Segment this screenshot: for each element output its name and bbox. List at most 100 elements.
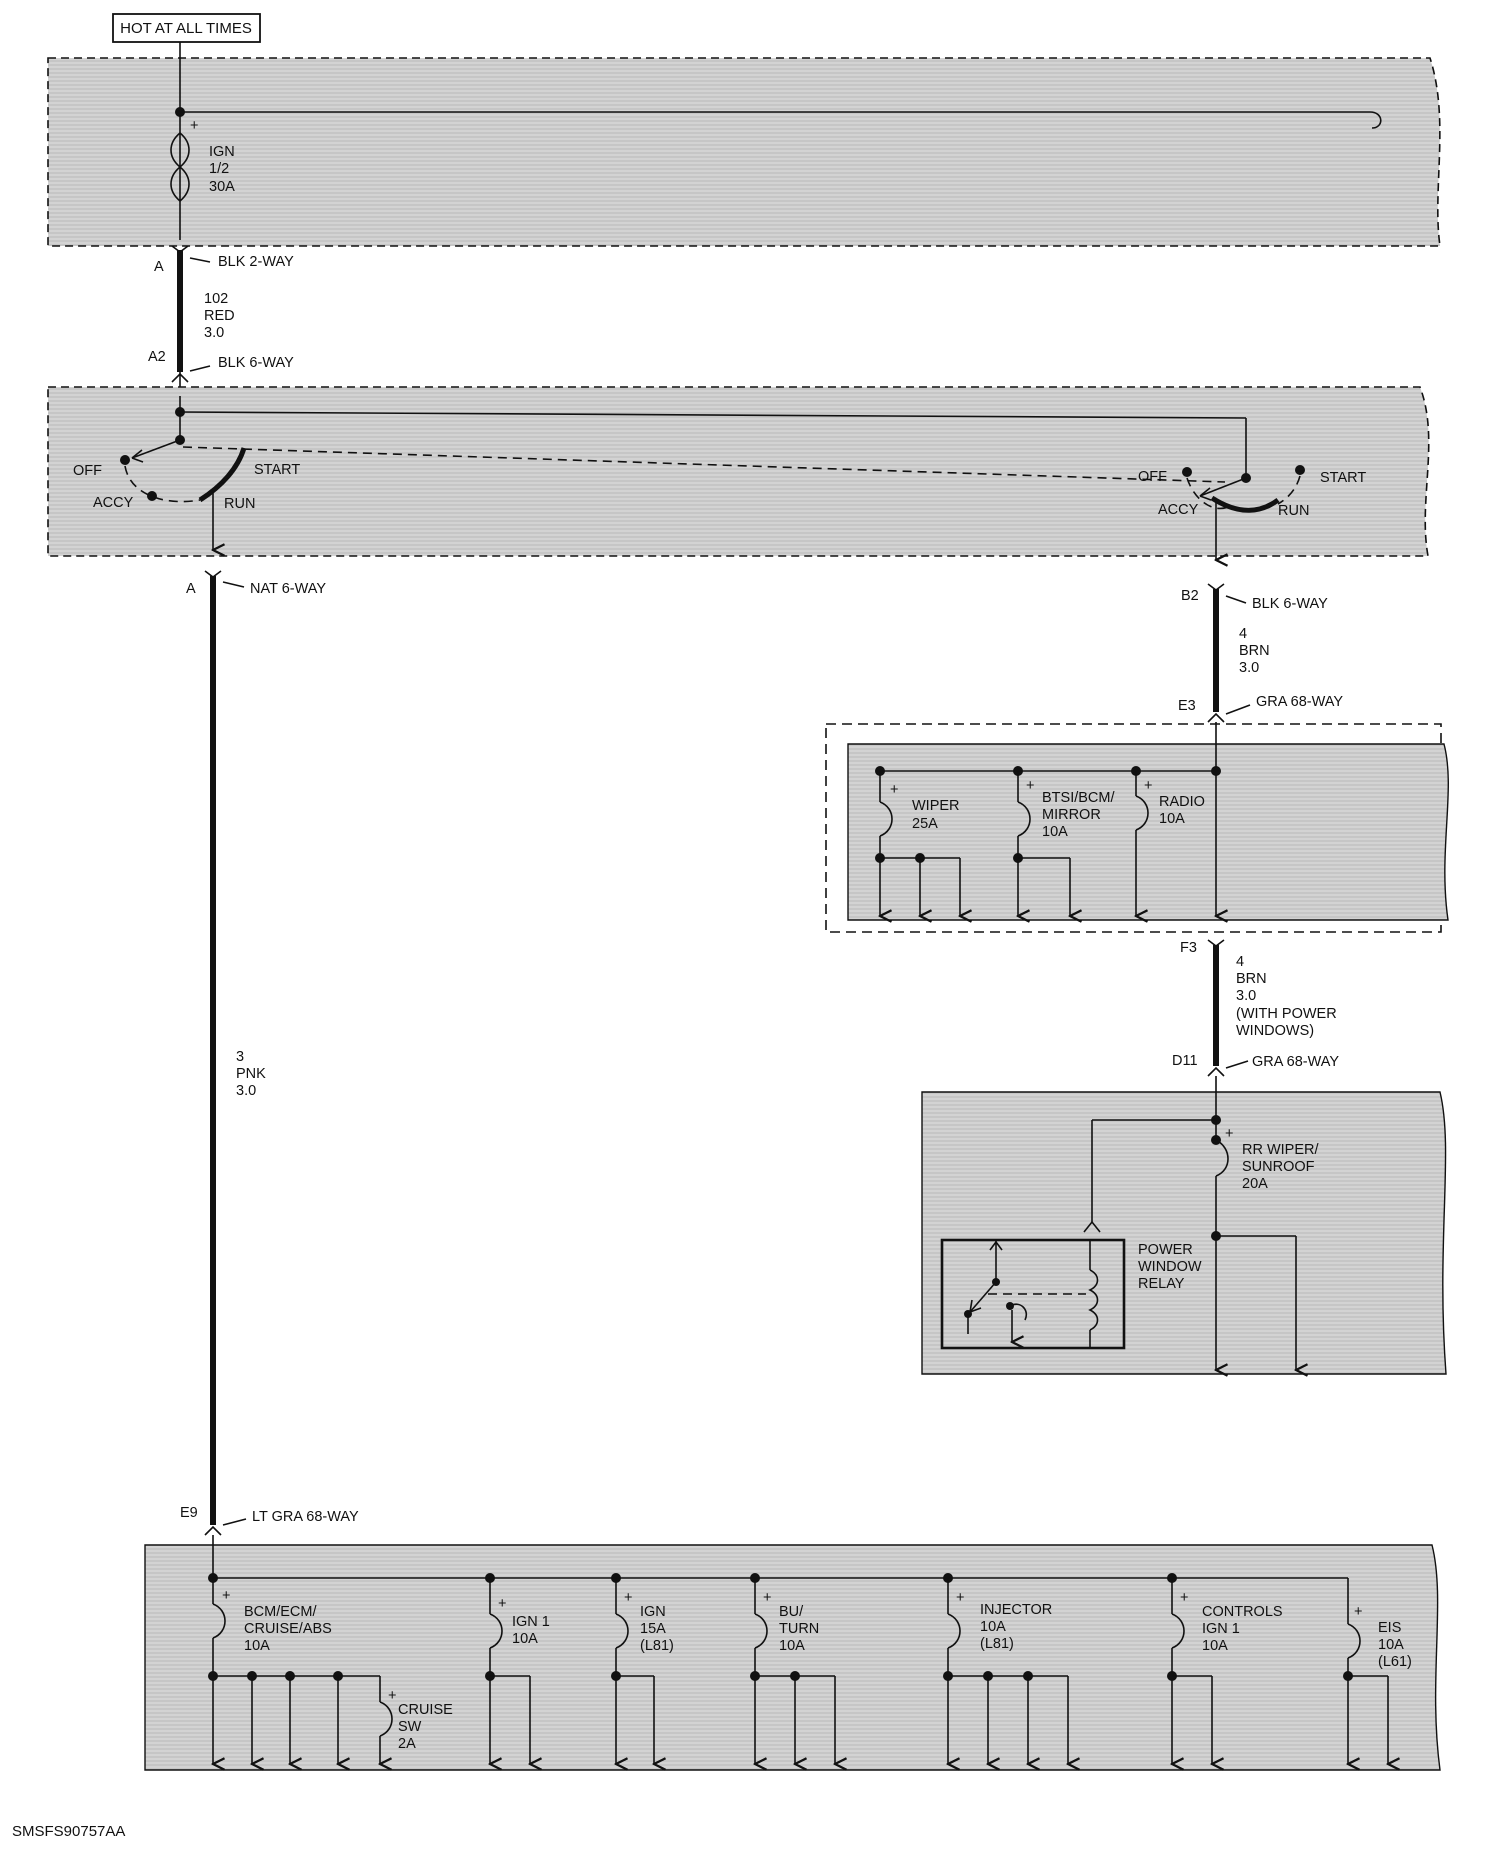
fuse-radio-line1: RADIO [1159, 794, 1205, 810]
conn1-wire-color: RED [204, 308, 235, 324]
switch-right-accy: ACCY [1158, 502, 1199, 518]
conn1-wire-size: 3.0 [204, 325, 224, 341]
fuse-ign1-line1: IGN 1 [512, 1614, 550, 1630]
plus-mark: + [763, 1590, 771, 1606]
plus-mark: + [1144, 778, 1152, 794]
conn-r1-wire-num: 4 [1239, 626, 1247, 642]
conn1-name-bot: BLK 6-WAY [218, 355, 294, 371]
switch-left-off: OFF [73, 463, 102, 479]
fuse-controls-line3: 10A [1202, 1638, 1228, 1654]
conn1-pin-bot: A2 [148, 349, 166, 365]
connector-a-blk-2way: A BLK 2-WAY 102 RED 3.0 A2 BLK 6-WAY [148, 245, 294, 396]
plus-mark: + [1225, 1126, 1233, 1142]
connector-left-pnk: A NAT 6-WAY 3 PNK 3.0 E9 LT GRA 68-WAY [180, 570, 359, 1536]
rr-wiper-panel: + RR WIPER/ SUNROOF 20A POWER WINDOW REL… [921, 1076, 1447, 1374]
hot-label: HOT AT ALL TIMES [120, 20, 252, 37]
fuse-btsi-line3: 10A [1042, 824, 1068, 840]
conn-r2-pin-bot: D11 [1172, 1053, 1198, 1069]
bottom-fuse-panel: + BCM/ECM/ CRUISE/ABS 10A + CRUISE SW 2A… [144, 1535, 1441, 1770]
fuse-ign15-line2: 15A [640, 1621, 666, 1637]
fuse-rr-line3: 20A [1242, 1176, 1268, 1192]
relay-line2: WINDOW [1138, 1259, 1202, 1275]
conn-r2-note1: (WITH POWER [1236, 1006, 1337, 1022]
fuse-ign15-line3: (L81) [640, 1638, 674, 1654]
plus-mark: + [388, 1688, 396, 1704]
switch-right-off: OFF [1138, 469, 1167, 485]
conn1-wire-num: 102 [204, 291, 228, 307]
hot-at-all-times-box: HOT AT ALL TIMES [112, 13, 261, 43]
fuse-ign-symbol [170, 131, 190, 203]
conn-r1-name-top: BLK 6-WAY [1252, 596, 1328, 612]
plus-mark: + [1180, 1590, 1188, 1606]
conn-r1-wire-color: BRN [1239, 643, 1270, 659]
conn-left-wire-num: 3 [236, 1049, 244, 1065]
fuse-buturn-line1: BU/ [779, 1604, 804, 1620]
fuse-ign1-line2: 10A [512, 1631, 538, 1647]
wire-break-mark [1369, 111, 1382, 129]
fuse-cruise-line3: 2A [398, 1736, 416, 1752]
conn-left-wire-color: PNK [236, 1066, 266, 1082]
switch-left-accy: ACCY [93, 495, 134, 511]
fuse-ign-line2: 1/2 [209, 161, 229, 177]
switch-right-start: START [1320, 470, 1366, 486]
fuse-controls-line2: IGN 1 [1202, 1621, 1240, 1637]
fuse-injector-line3: (L81) [980, 1636, 1014, 1652]
connector-right-f3: F3 4 BRN 3.0 (WITH POWER WINDOWS) D11 GR… [1172, 939, 1339, 1077]
plus-mark: + [498, 1596, 506, 1612]
fuse-ign-line3: 30A [209, 179, 235, 195]
conn-r2-wire-num: 4 [1236, 954, 1244, 970]
switch-right-run: RUN [1278, 503, 1309, 519]
fuse-cruise-line2: SW [398, 1719, 422, 1735]
fuse-ign15-line1: IGN [640, 1604, 666, 1620]
conn-r1-name-bot: GRA 68-WAY [1256, 694, 1343, 710]
conn1-name-top: BLK 2-WAY [218, 254, 294, 270]
fuse-rr-line1: RR WIPER/ [1242, 1142, 1320, 1158]
fuse-bcm-line3: 10A [244, 1638, 270, 1654]
conn-left-name-top: NAT 6-WAY [250, 581, 326, 597]
conn-r2-wire-size: 3.0 [1236, 988, 1256, 1004]
switch-left-run: RUN [224, 496, 255, 512]
fuse-wiper-line2: 25A [912, 816, 938, 832]
connector-right-b2: B2 BLK 6-WAY 4 BRN 3.0 E3 GRA 68-WAY [1178, 583, 1343, 723]
relay-line3: RELAY [1138, 1276, 1185, 1292]
conn-r2-note2: WINDOWS) [1236, 1023, 1314, 1039]
figure-id: SMSFS90757AA [12, 1823, 125, 1840]
mid-fuse-panel: + WIPER 25A + BTSI/BCM/ MIRROR 10A + RAD… [825, 722, 1449, 933]
fuse-btsi-line2: MIRROR [1042, 807, 1101, 823]
conn-left-pin-top: A [186, 581, 196, 597]
fuse-eis-line3: (L61) [1378, 1654, 1412, 1670]
plus-mark: + [222, 1588, 230, 1604]
fuse-btsi-line1: BTSI/BCM/ [1042, 790, 1115, 806]
fuse-cruise-line1: CRUISE [398, 1702, 453, 1718]
plus-mark: + [1354, 1604, 1362, 1620]
conn-left-wire-size: 3.0 [236, 1083, 256, 1099]
switch-left-start: START [254, 462, 300, 478]
fuse-buturn-line2: TURN [779, 1621, 819, 1637]
fuse-rr-line2: SUNROOF [1242, 1159, 1315, 1175]
fuse-injector-line2: 10A [980, 1619, 1006, 1635]
conn-r1-pin-bot: E3 [1178, 698, 1196, 714]
conn-r2-pin-top: F3 [1180, 940, 1197, 956]
fuse-injector-line1: INJECTOR [980, 1602, 1052, 1618]
fuse-radio-line2: 10A [1159, 811, 1185, 827]
conn1-pin-top: A [154, 259, 164, 275]
plus-mark: + [956, 1590, 964, 1606]
conn-r2-wire-color: BRN [1236, 971, 1267, 987]
fuse-ign-line1: IGN [209, 144, 235, 160]
fuse-eis-line2: 10A [1378, 1637, 1404, 1653]
conn-left-name-bot: LT GRA 68-WAY [252, 1509, 359, 1525]
plus-mark: + [1026, 778, 1034, 794]
fuse-buturn-line3: 10A [779, 1638, 805, 1654]
conn-r2-name-bot: GRA 68-WAY [1252, 1054, 1339, 1070]
relay-line1: POWER [1138, 1242, 1193, 1258]
power-window-relay: POWER WINDOW RELAY [940, 1238, 1202, 1350]
conn-r1-pin-top: B2 [1181, 588, 1199, 604]
plus-mark: + [890, 782, 898, 798]
fuse-bcm-line2: CRUISE/ABS [244, 1621, 332, 1637]
fuse-eis-line1: EIS [1378, 1620, 1401, 1636]
conn-r1-wire-size: 3.0 [1239, 660, 1259, 676]
conn-left-pin-bot: E9 [180, 1505, 198, 1521]
fuse-bcm-line1: BCM/ECM/ [244, 1604, 317, 1620]
